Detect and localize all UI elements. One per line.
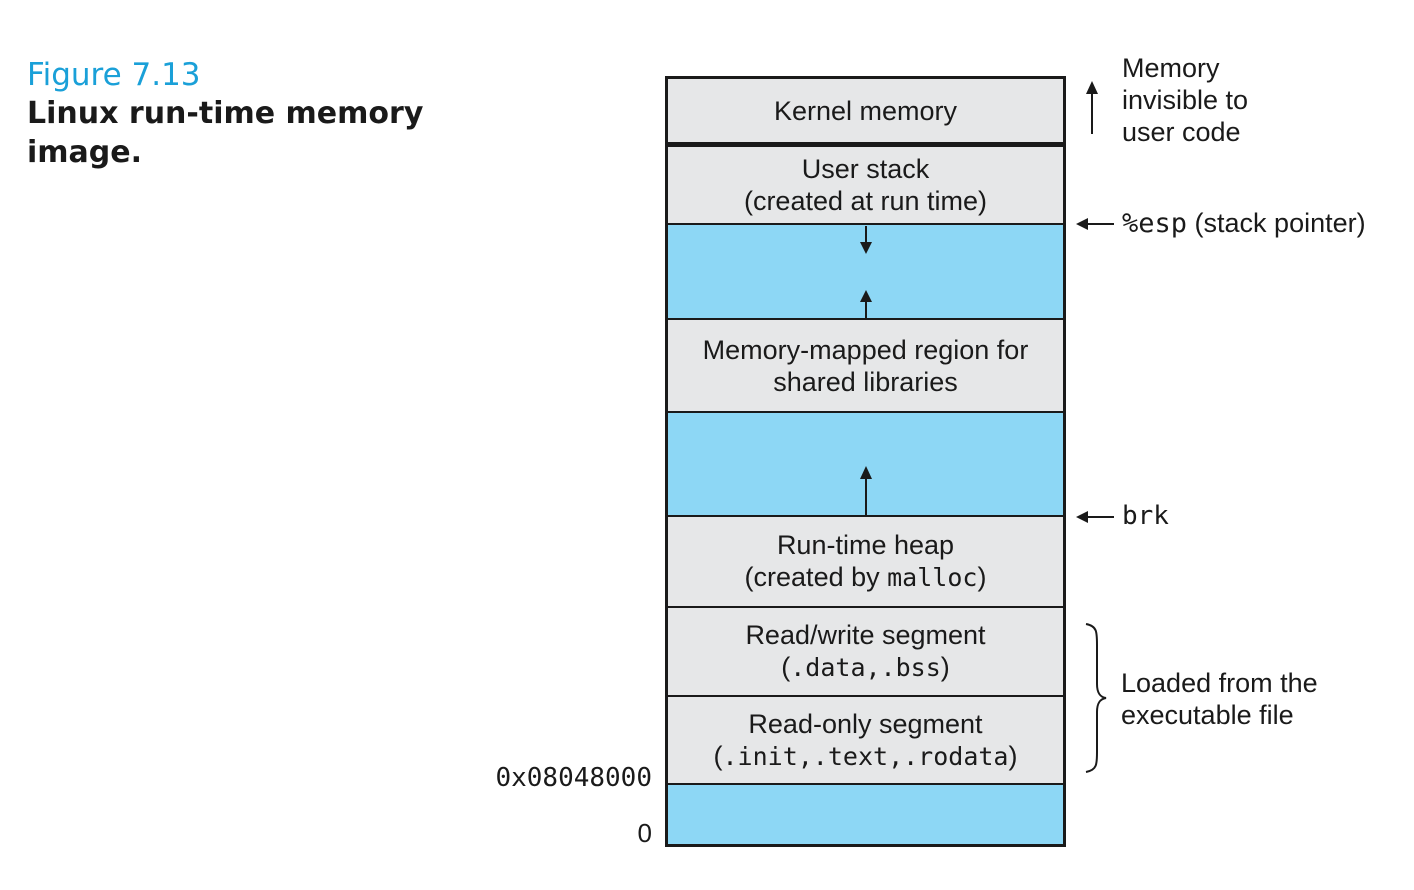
- stack-boundary-line: [667, 223, 1064, 225]
- user-stack-segment: User stack (created at run time): [667, 147, 1064, 223]
- memory-mapped-segment: Memory-mapped region for shared librarie…: [667, 320, 1064, 411]
- ro-top-line: [667, 695, 1064, 697]
- ro-open-paren: (: [713, 740, 723, 771]
- mmap-bottom-line: [667, 411, 1064, 413]
- figure-caption: Figure 7.13 Linux run-time memory image.: [27, 56, 447, 172]
- read-only-segment: Read-only segment (.init,.text,.rodata): [667, 697, 1064, 783]
- esp-description: (stack pointer): [1194, 208, 1366, 238]
- memory-mapped-label: Memory-mapped region for: [702, 334, 1029, 365]
- ro-bottom-line: [667, 783, 1064, 785]
- rw-top-line: [667, 606, 1064, 608]
- read-write-segment: Read/write segment (.data,.bss): [667, 608, 1064, 695]
- kernel-boundary-line: [667, 142, 1064, 147]
- loaded-brace-icon: [1085, 623, 1107, 773]
- runtime-heap-label: Run-time heap: [776, 530, 955, 560]
- zero-address-label: 0: [637, 818, 652, 848]
- kernel-invisible-note: Memory invisible to user code: [1122, 52, 1248, 148]
- loaded-note-line1: Loaded from the: [1121, 668, 1318, 698]
- kernel-memory-label: Kernel memory: [773, 95, 958, 126]
- esp-pointer-arrowhead: [1076, 218, 1088, 230]
- rw-close-paren: ): [940, 652, 950, 682]
- user-stack-label: User stack: [801, 154, 930, 184]
- heap-note-prefix: (created by: [744, 562, 888, 592]
- kernel-note-line3: user code: [1122, 117, 1241, 147]
- stack-growth-arrowhead: [860, 242, 872, 254]
- mmap-growth-arrowhead: [860, 290, 872, 302]
- figure-number: Figure 7.13: [27, 57, 201, 93]
- kernel-note-line2: invisible to: [1122, 85, 1249, 115]
- rw-sections-code: .data,.bss: [790, 653, 941, 682]
- ro-sections-code: .init,.text,.rodata: [722, 741, 1009, 771]
- esp-code: %esp: [1122, 208, 1188, 239]
- runtime-heap-segment: Run-time heap (created by malloc): [667, 517, 1064, 606]
- kernel-memory-segment: Kernel memory: [667, 79, 1064, 142]
- read-only-label: Read-only segment: [748, 708, 983, 739]
- esp-label: %esp (stack pointer): [1122, 207, 1366, 240]
- unused-low-region: [667, 785, 1064, 844]
- read-only-sections: (.init,.text,.rodata): [714, 740, 1018, 773]
- loaded-note-line2: executable file: [1121, 700, 1294, 730]
- heap-top-line: [667, 515, 1064, 517]
- brk-pointer-arrowhead: [1076, 511, 1088, 523]
- heap-growth-arrowhead: [860, 466, 872, 479]
- read-write-sections: (.data,.bss): [781, 651, 950, 684]
- kernel-note-line1: Memory: [1122, 53, 1220, 83]
- kernel-up-arrowhead: [1086, 81, 1098, 94]
- memory-mapped-note: shared libraries: [773, 366, 958, 397]
- start-address-label: 0x08048000: [495, 763, 652, 793]
- malloc-code: malloc: [887, 563, 978, 592]
- ro-close-paren: ): [1008, 740, 1018, 771]
- mmap-top-line: [667, 318, 1064, 320]
- brk-label: brk: [1122, 501, 1169, 531]
- figure-title: Linux run-time memory image.: [27, 96, 424, 170]
- read-write-label: Read/write segment: [745, 620, 986, 650]
- user-stack-note: (created at run time): [743, 186, 988, 216]
- rw-open-paren: (: [781, 652, 791, 682]
- loaded-from-executable-note: Loaded from the executable file: [1121, 667, 1318, 731]
- heap-note-suffix: ): [977, 562, 987, 592]
- runtime-heap-note: (created by malloc): [745, 561, 987, 594]
